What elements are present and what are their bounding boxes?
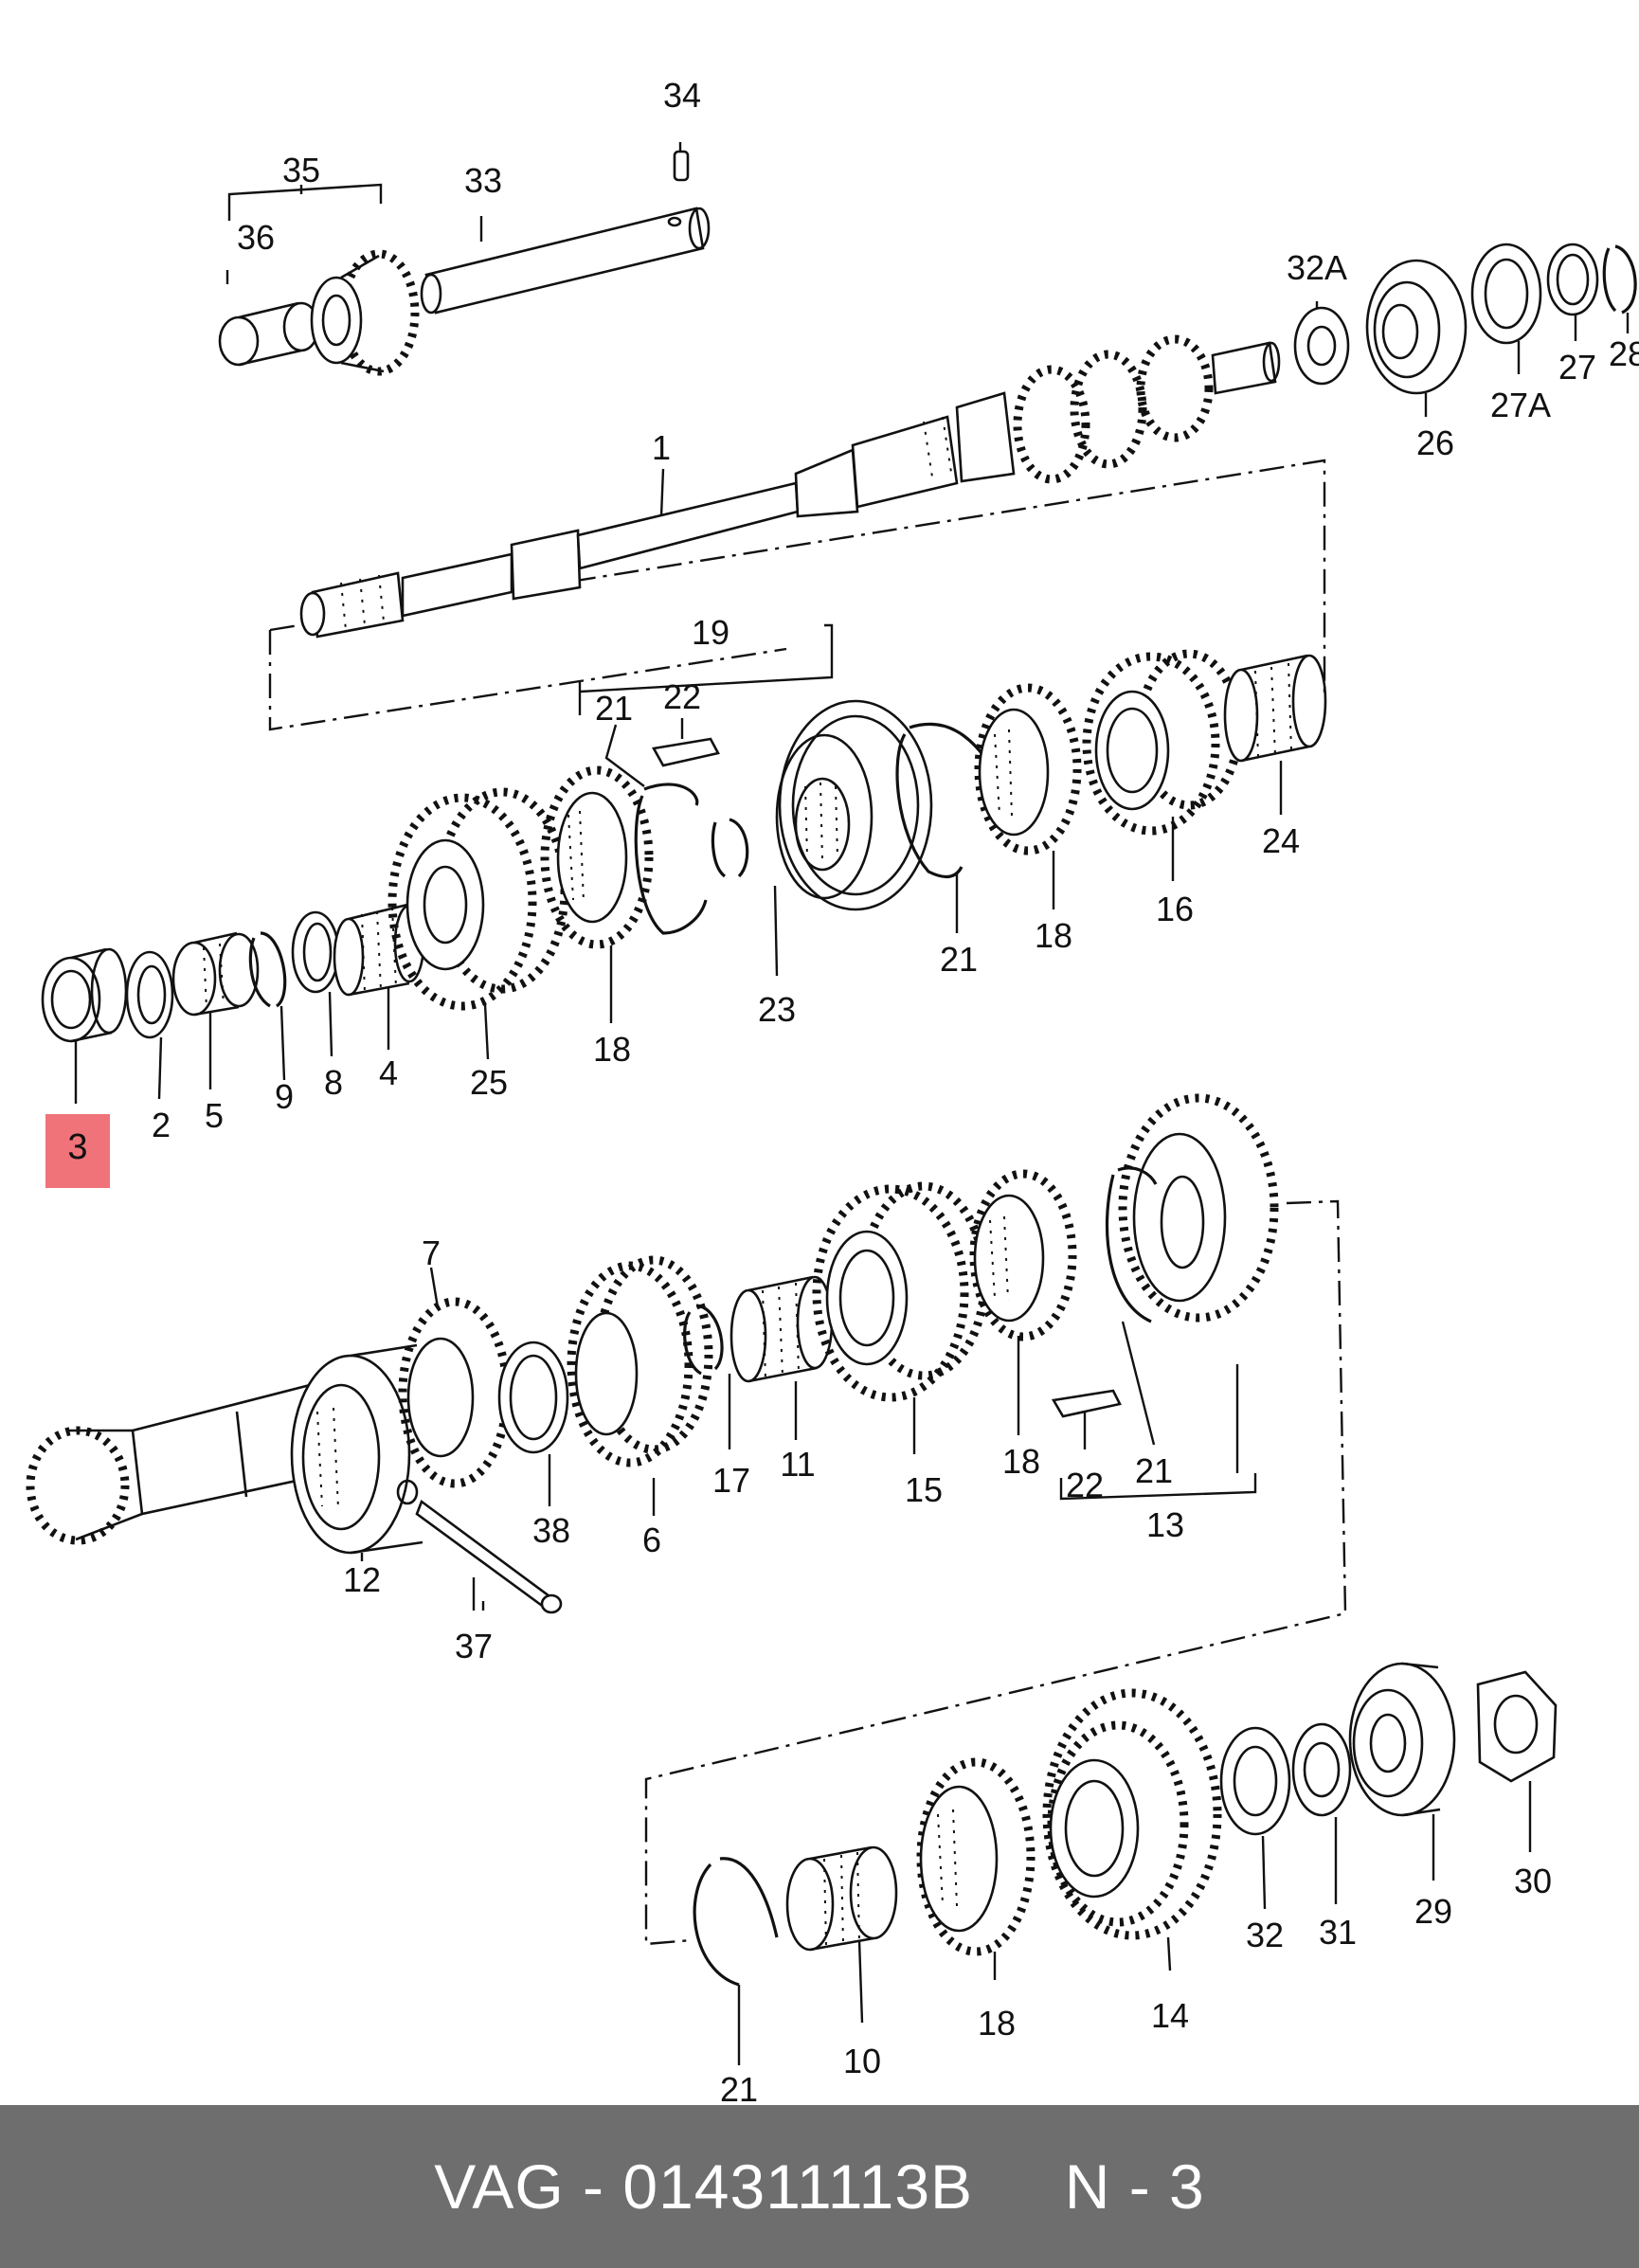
callout-18b: 18	[593, 1030, 631, 1069]
callout-9: 9	[275, 1077, 294, 1116]
callout-28: 28	[1609, 334, 1639, 373]
callout-19: 19	[692, 613, 729, 652]
part-36-bushing	[218, 301, 320, 367]
part-32a-bearing	[1293, 306, 1350, 386]
callout-18c: 18	[1002, 1442, 1040, 1481]
callout-32: 32	[1246, 1916, 1284, 1954]
callout-37: 37	[455, 1627, 493, 1665]
callout-5: 5	[205, 1096, 224, 1135]
callout-7: 7	[422, 1233, 441, 1272]
callout-25: 25	[470, 1063, 508, 1102]
highlighted-part-callout-3: 3	[45, 1114, 110, 1188]
callout-21a: 21	[595, 689, 633, 728]
part-18-synchro-ring-2	[974, 683, 1082, 855]
callout-2: 2	[152, 1106, 171, 1144]
callout-27: 27	[1558, 348, 1596, 387]
callout-27a: 27A	[1490, 386, 1551, 424]
assembly-outline-lower	[644, 1199, 1347, 1946]
callout-35: 35	[282, 151, 320, 189]
callout-24: 24	[1262, 821, 1300, 860]
part-8-ring	[291, 910, 340, 994]
callout-22b: 22	[1066, 1466, 1104, 1504]
part-24-needle-bearing	[1223, 654, 1327, 763]
callout-23: 23	[758, 990, 796, 1029]
callout-10a: 10	[843, 2042, 881, 2080]
part-5-needle-bearing	[171, 931, 260, 1017]
part-7-gear	[398, 1297, 512, 1488]
callout-16: 16	[1156, 890, 1194, 928]
callout-18a: 18	[1035, 916, 1072, 955]
callout-15: 15	[905, 1470, 943, 1509]
part-35-gear	[310, 249, 420, 376]
part-12-roller-bearing	[290, 1343, 423, 1555]
callout-14: 14	[1151, 1996, 1189, 2035]
callout-12: 12	[343, 1560, 381, 1599]
part-9-circlip	[248, 931, 287, 1008]
callout-21b: 21	[940, 940, 978, 979]
callout-21c: 21	[1135, 1451, 1173, 1490]
part-31-washer	[1291, 1722, 1352, 1817]
part-27a-washer	[1470, 243, 1542, 345]
part-26-ball-bearing	[1365, 259, 1468, 395]
part-16-gear	[1082, 649, 1243, 836]
assembly-outline-upper	[268, 459, 1326, 731]
part-29-ball-bearing	[1348, 1662, 1456, 1817]
callout-21d: 21	[720, 2070, 758, 2103]
part-number-caption: VAG - 014311113B N - 3	[434, 2151, 1205, 2222]
callout-33: 33	[464, 161, 502, 200]
part-18-synchro-ring-3	[969, 1169, 1077, 1341]
part-17-circlip	[683, 1304, 724, 1376]
callout-34: 34	[663, 76, 701, 115]
part-15-gear	[812, 1181, 989, 1402]
part-13-synchro-assembly	[1105, 1093, 1279, 1323]
part-pinion-shaft	[26, 1381, 333, 1545]
part-3-bearing-race	[41, 947, 128, 1043]
part-number-footer: VAG - 014311113B N - 3	[0, 2105, 1639, 2268]
part-32-ring	[1219, 1726, 1291, 1836]
callout-26: 26	[1416, 423, 1454, 462]
part-27-ring	[1546, 243, 1599, 316]
part-10-needle-bearing	[785, 1845, 898, 1952]
highlighted-part-label: 3	[67, 1127, 88, 1167]
part-2-race	[125, 950, 174, 1039]
part-1-main-shaft	[299, 334, 1281, 639]
callout-18d: 18	[978, 2004, 1016, 2043]
leader-lines	[74, 142, 1630, 2065]
callout-labels: 34 35 33 36 32A 1 26 27A 27 28 19 21 22 …	[152, 76, 1639, 2103]
callout-11: 11	[780, 1445, 815, 1484]
part-18-synchro-ring-1	[540, 765, 654, 949]
part-22-key-1	[651, 737, 720, 767]
callout-36: 36	[237, 218, 275, 257]
callout-1: 1	[652, 428, 671, 467]
callout-31: 31	[1319, 1913, 1357, 1952]
callout-29: 29	[1414, 1892, 1452, 1931]
part-33-shaft	[420, 207, 711, 315]
part-19-synchro-hub	[775, 699, 933, 911]
part-21-spring-1	[634, 783, 708, 935]
part-28-circlip	[1602, 244, 1637, 315]
callout-6: 6	[642, 1521, 661, 1559]
callout-32a: 32A	[1287, 248, 1347, 287]
callout-38: 38	[532, 1511, 570, 1550]
callout-17: 17	[712, 1461, 750, 1500]
part-37-bolt	[396, 1479, 563, 1614]
callout-30: 30	[1514, 1862, 1552, 1900]
part-23-circlip	[711, 818, 749, 878]
callout-8: 8	[324, 1063, 343, 1102]
part-21-spring-3	[693, 1857, 779, 1987]
callout-13: 13	[1146, 1505, 1184, 1544]
part-34-pin	[673, 150, 690, 182]
part-30-nut	[1476, 1670, 1558, 1783]
callout-22a: 22	[663, 677, 701, 716]
callout-4: 4	[379, 1053, 398, 1092]
part-6-gear	[567, 1255, 713, 1467]
part-14-gear	[1042, 1688, 1222, 1940]
part-38-ring	[497, 1341, 569, 1454]
part-22-key-2	[1051, 1389, 1122, 1418]
part-4-needle-bearing	[333, 903, 425, 997]
part-18-synchro-ring-4	[916, 1757, 1036, 1956]
exploded-parts-diagram: 34 35 33 36 32A 1 26 27A 27 28 19 21 22 …	[26, 76, 1639, 2103]
